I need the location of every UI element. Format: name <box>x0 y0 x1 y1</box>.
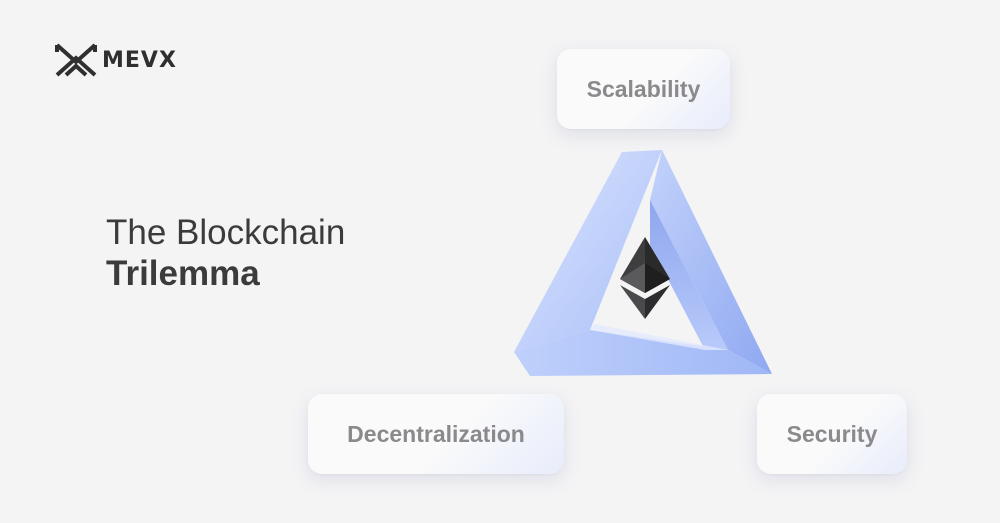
page-title: The Blockchain Trilemma <box>106 212 345 294</box>
triangle-bottom-beam <box>514 330 772 376</box>
triangle-right-beam <box>650 150 772 374</box>
node-security-label: Security <box>786 420 878 447</box>
node-scalability: Scalability <box>557 49 730 129</box>
triangle-inner-face <box>650 200 728 350</box>
brand-logo: MEVX <box>54 42 177 78</box>
title-line-1: The Blockchain <box>106 213 346 252</box>
brand-name: MEVX <box>102 47 177 73</box>
trilemma-triangle <box>514 150 772 376</box>
node-decentralization-label: Decentralization <box>347 420 525 447</box>
node-decentralization: Decentralization <box>308 394 564 474</box>
triangle-left-beam <box>514 150 662 352</box>
title-line-2: Trilemma <box>106 254 260 293</box>
mevx-logo-icon <box>55 43 97 77</box>
ethereum-icon <box>620 237 670 319</box>
node-security: Security <box>757 394 907 474</box>
node-scalability-label: Scalability <box>586 75 701 102</box>
triangle-inner-edge <box>590 324 728 350</box>
